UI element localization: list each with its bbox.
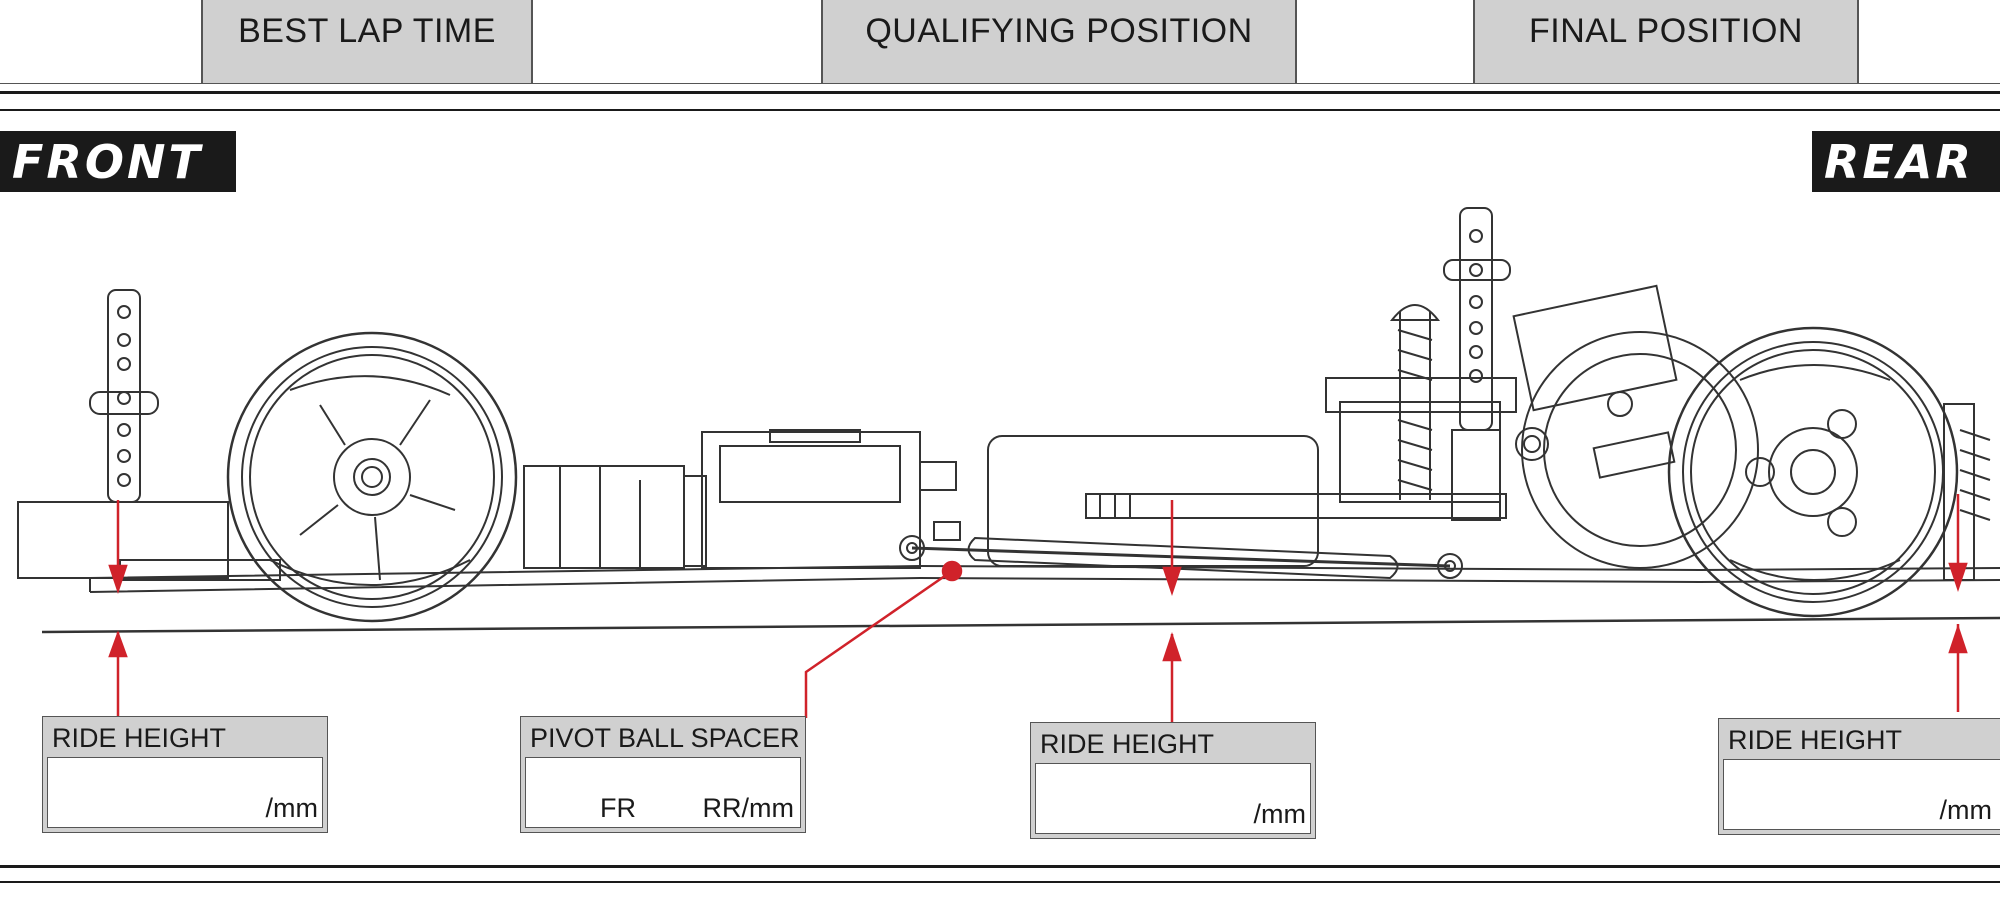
- front-tag: FRONT: [0, 131, 236, 192]
- rear-ride-height-box: RIDE HEIGHT /mm: [1718, 718, 2000, 835]
- best-lap-time-field[interactable]: [532, 0, 822, 84]
- best-lap-time-label: BEST LAP TIME: [202, 0, 532, 84]
- pivot-ball-spacer-field[interactable]: FR RR/mm: [525, 757, 801, 828]
- front-ride-height-box: RIDE HEIGHT /mm: [42, 716, 328, 833]
- middle-ride-height-unit: /mm: [1253, 799, 1306, 829]
- middle-ride-height-field[interactable]: /mm: [1035, 763, 1311, 834]
- rear-ride-height-unit: /mm: [1939, 795, 1992, 825]
- best-lap-time-left-blank: [0, 0, 202, 84]
- pivot-ball-spacer-box: PIVOT BALL SPACER FR RR/mm: [520, 716, 806, 833]
- header-rule-2: [0, 109, 2000, 111]
- middle-ride-height-label: RIDE HEIGHT: [1040, 729, 1215, 759]
- pivot-ball-spacer-fr-label: FR: [600, 793, 636, 823]
- final-position-field[interactable]: [1858, 0, 2000, 84]
- front-ride-height-unit: /mm: [265, 793, 318, 823]
- rear-tag: REAR: [1812, 131, 2000, 192]
- front-ride-height-field[interactable]: /mm: [47, 757, 323, 828]
- pivot-ball-spacer-label: PIVOT BALL SPACER: [530, 723, 800, 753]
- rear-ride-height-label: RIDE HEIGHT: [1728, 725, 1903, 755]
- middle-ride-height-box: RIDE HEIGHT /mm: [1030, 722, 1316, 839]
- qualifying-position-field[interactable]: [1296, 0, 1474, 84]
- footer-rule-1: [0, 865, 2000, 868]
- rear-ride-height-field[interactable]: /mm: [1723, 759, 2000, 830]
- header-rule-1: [0, 91, 2000, 94]
- footer-rule-2: [0, 881, 2000, 883]
- qualifying-position-label: QUALIFYING POSITION: [822, 0, 1296, 84]
- pivot-ball-spacer-rr-unit: RR/mm: [702, 793, 794, 823]
- final-position-label: FINAL POSITION: [1474, 0, 1858, 84]
- front-ride-height-label: RIDE HEIGHT: [52, 723, 227, 753]
